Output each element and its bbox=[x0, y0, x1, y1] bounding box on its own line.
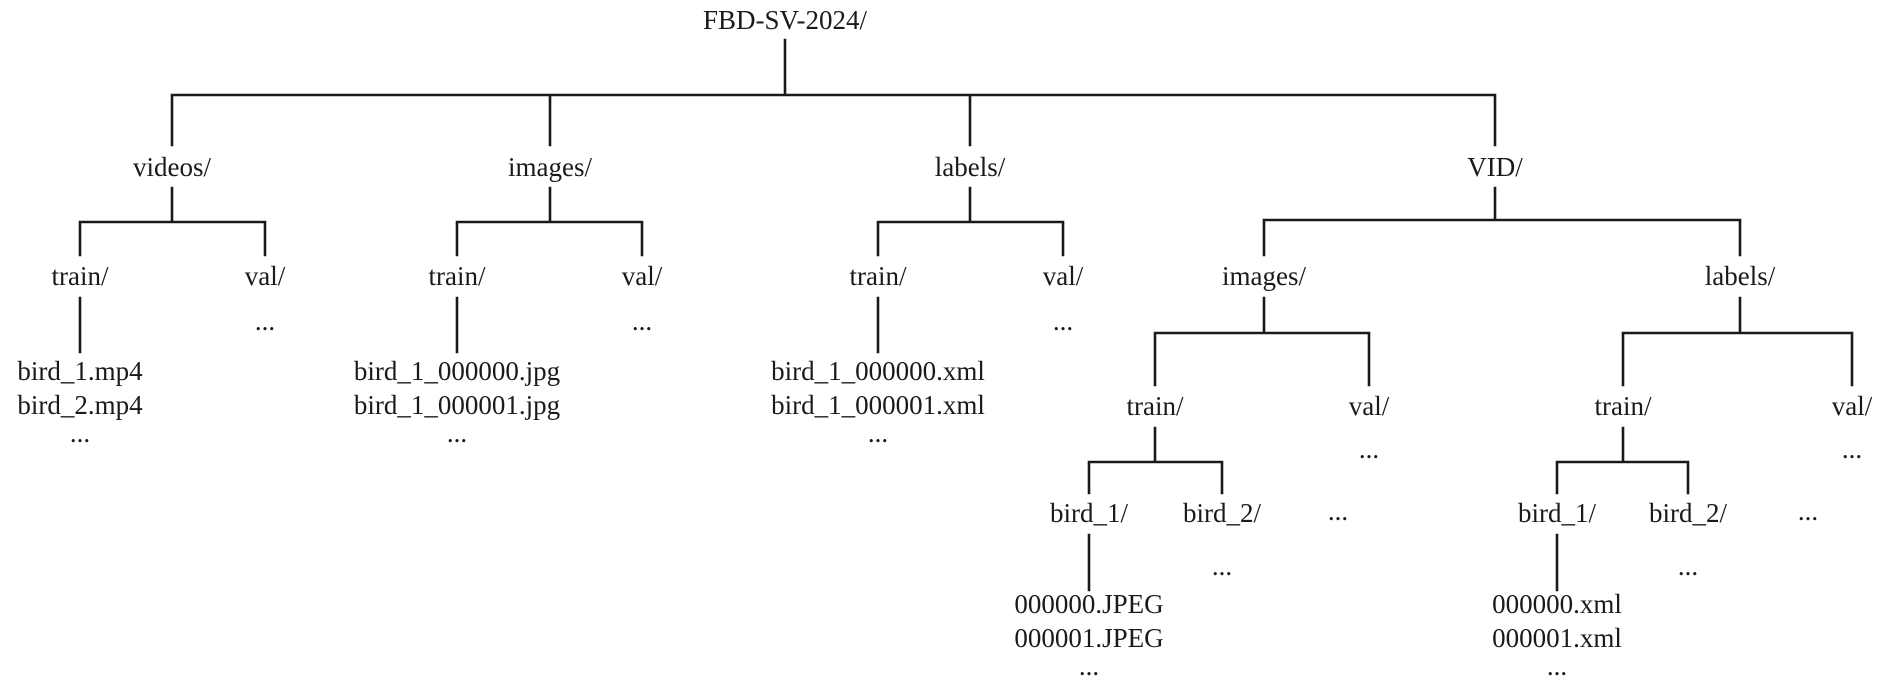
videos-folder-label: videos/ bbox=[133, 152, 211, 182]
images-train-ellipsis: ... bbox=[447, 418, 467, 448]
labels-train-file-1: bird_1_000000.xml bbox=[771, 356, 985, 386]
videos-train-file-1: bird_1.mp4 bbox=[17, 356, 143, 386]
videos-train-ellipsis: ... bbox=[70, 418, 90, 448]
vid-images-bird1-file-1: 000000.JPEG bbox=[1014, 589, 1163, 619]
images-val-folder-label: val/ bbox=[622, 261, 663, 291]
vid-labels-val-folder-label: val/ bbox=[1832, 391, 1873, 421]
labels-train-folder-label: train/ bbox=[850, 261, 907, 291]
vid-labels-bird2-ellipsis: ... bbox=[1678, 551, 1698, 581]
videos-val-folder-label: val/ bbox=[245, 261, 286, 291]
images-train-folder-label: train/ bbox=[429, 261, 486, 291]
vid-labels-bird1-file-2: 000001.xml bbox=[1492, 623, 1622, 653]
root-folder-label: FBD-SV-2024/ bbox=[703, 5, 868, 35]
vid-images-bird2-folder-label: bird_2/ bbox=[1183, 498, 1261, 528]
vid-images-train-folder-label: train/ bbox=[1127, 391, 1184, 421]
videos-train-folder-label: train/ bbox=[52, 261, 109, 291]
vid-images-folder-label: images/ bbox=[1222, 261, 1306, 291]
vid-images-bird2-ellipsis: ... bbox=[1212, 551, 1232, 581]
vid-images-val-folder-label: val/ bbox=[1349, 391, 1390, 421]
vid-labels-folder-label: labels/ bbox=[1705, 261, 1776, 291]
vid-images-bird1-file-2: 000001.JPEG bbox=[1014, 623, 1163, 653]
vid-labels-bird1-folder-label: bird_1/ bbox=[1518, 498, 1596, 528]
vid-labels-bird2-folder-label: bird_2/ bbox=[1649, 498, 1727, 528]
vid-labels-train-ellipsis: ... bbox=[1798, 496, 1818, 526]
vid-images-bird1-ellipsis: ... bbox=[1079, 651, 1099, 681]
labels-folder-label: labels/ bbox=[935, 152, 1006, 182]
videos-train-file-2: bird_2.mp4 bbox=[17, 390, 143, 420]
images-folder-label: images/ bbox=[508, 152, 592, 182]
vid-labels-bird1-ellipsis: ... bbox=[1547, 651, 1567, 681]
images-train-file-2: bird_1_000001.jpg bbox=[354, 390, 560, 420]
vid-labels-bird1-file-1: 000000.xml bbox=[1492, 589, 1622, 619]
images-train-file-1: bird_1_000000.jpg bbox=[354, 356, 560, 386]
labels-train-ellipsis: ... bbox=[868, 418, 888, 448]
vid-images-val-ellipsis: ... bbox=[1359, 434, 1379, 464]
tree-connectors bbox=[78, 38, 1854, 592]
labels-train-file-2: bird_1_000001.xml bbox=[771, 390, 985, 420]
labels-val-folder-label: val/ bbox=[1043, 261, 1084, 291]
vid-images-train-ellipsis: ... bbox=[1328, 496, 1348, 526]
labels-val-ellipsis: ... bbox=[1053, 306, 1073, 336]
vid-folder-label: VID/ bbox=[1467, 152, 1523, 182]
vid-images-bird1-folder-label: bird_1/ bbox=[1050, 498, 1128, 528]
videos-val-ellipsis: ... bbox=[255, 306, 275, 336]
images-val-ellipsis: ... bbox=[632, 306, 652, 336]
vid-labels-train-folder-label: train/ bbox=[1595, 391, 1652, 421]
vid-labels-val-ellipsis: ... bbox=[1842, 434, 1862, 464]
